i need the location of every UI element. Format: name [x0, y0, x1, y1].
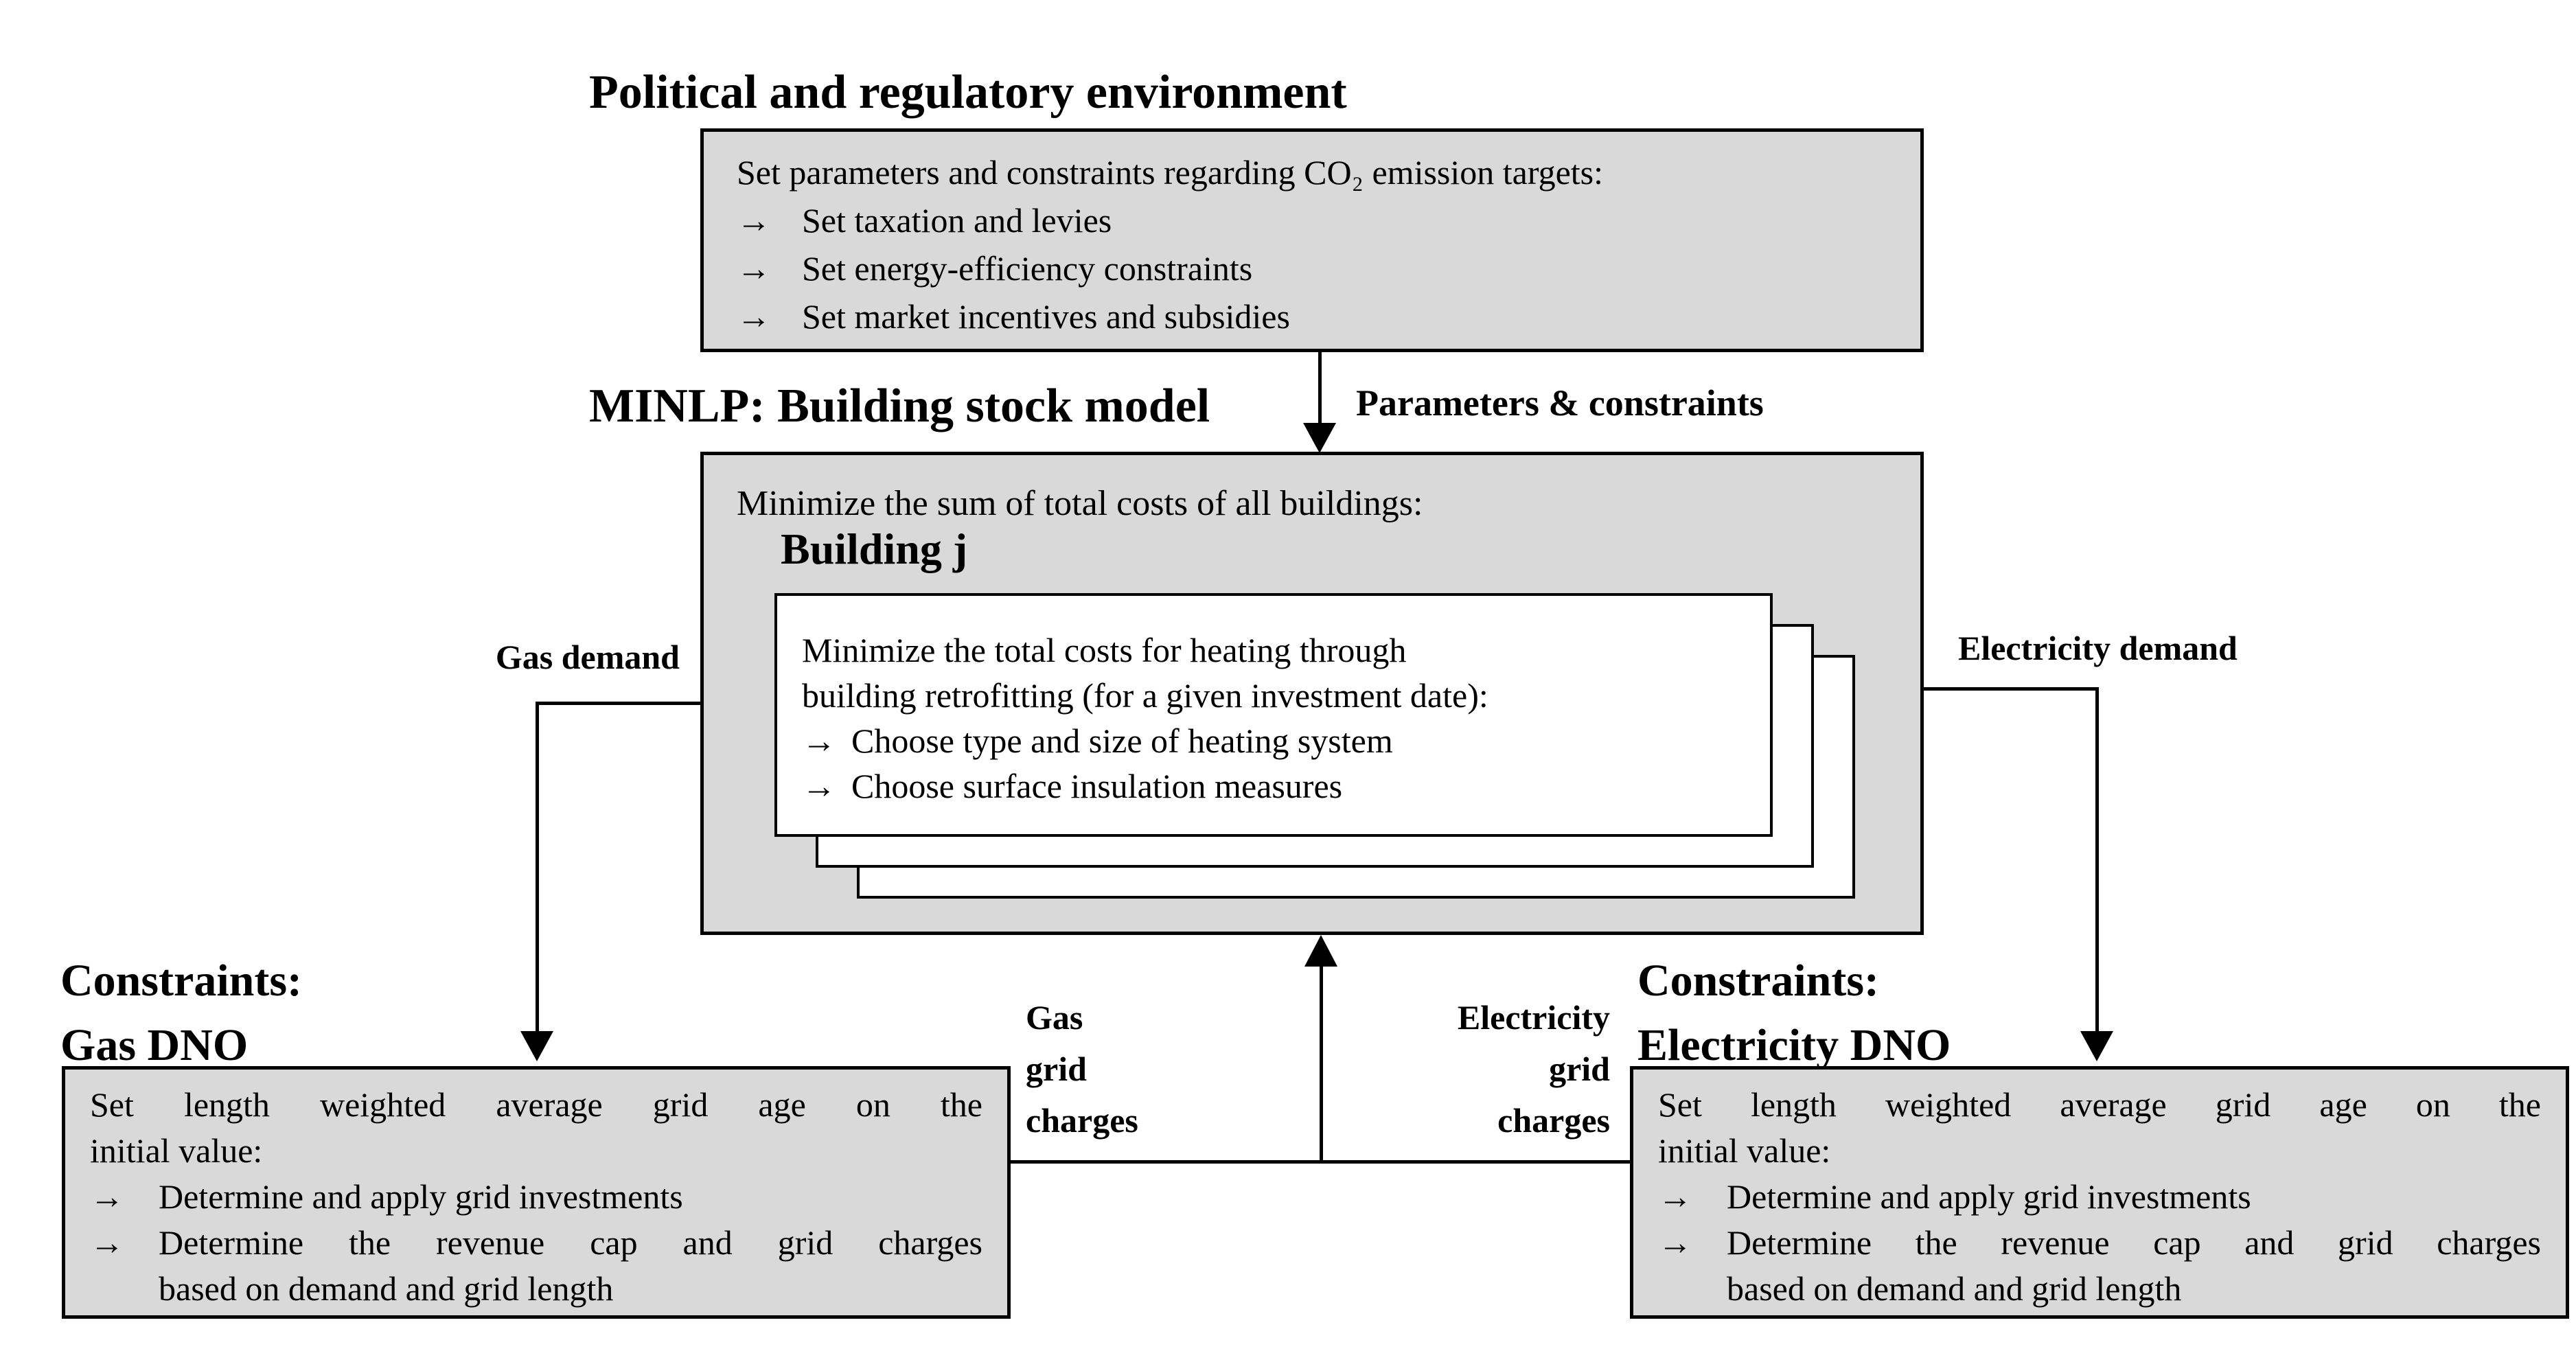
- political-box-item-label: Set market incentives and subsidies: [802, 297, 1290, 336]
- parameters-constraints-label: Parameters & constraints: [1356, 382, 1764, 424]
- building-card-front: Minimize the total costs for heating thr…: [774, 593, 1773, 837]
- gas-demand-line-horizontal: [536, 702, 702, 705]
- arrow-bullet-icon: →: [1658, 1177, 1692, 1216]
- arrowhead-down-icon: [2080, 1031, 2113, 1061]
- card-intro-line1: Minimize the total costs for heating thr…: [802, 631, 1407, 669]
- electricity-demand-line-horizontal: [1920, 687, 2099, 691]
- political-environment-title: Political and regulatory environment: [589, 66, 1347, 119]
- electricity-dno-item-line2: based on demand and grid length: [1727, 1269, 2182, 1308]
- electricity-dno-title: Constraints: Electricity DNO: [1637, 949, 1951, 1078]
- building-heading: Building j: [781, 524, 968, 573]
- minlp-intro: Minimize the sum of total costs of all b…: [737, 484, 1423, 523]
- electricity-demand-label: Electricity demand: [1958, 629, 2238, 667]
- grid-charges-line-horizontal: [1009, 1160, 1631, 1164]
- gas-dno-item: → Determine the revenue cap and grid cha…: [90, 1220, 982, 1312]
- electricity-dno-intro-line2: initial value:: [1658, 1131, 1831, 1170]
- gas-dno-title-line1: Constraints:: [60, 956, 303, 1006]
- political-environment-box: Set parameters and constraints regarding…: [700, 128, 1924, 352]
- arrowhead-down-icon: [520, 1031, 553, 1061]
- electricity-dno-item: → Determine and apply grid investments: [1658, 1174, 2541, 1220]
- card-item-label: Choose surface insulation measures: [851, 767, 1343, 805]
- arrowhead-down-icon: [1303, 423, 1336, 453]
- parameters-arrow-line: [1318, 351, 1322, 424]
- card-item: → Choose surface insulation measures: [802, 763, 1743, 809]
- electricity-dno-intro-line1: Set length weighted average grid age on …: [1658, 1085, 2541, 1124]
- minlp-box: Minimize the sum of total costs of all b…: [700, 452, 1924, 935]
- card-intro-line2: building retrofitting (for a given inves…: [802, 676, 1488, 715]
- card-item: → Choose type and size of heating system: [802, 718, 1743, 763]
- gas-dno-item-label: Determine the revenue cap and grid charg…: [159, 1220, 982, 1312]
- electricity-dno-item: → Determine the revenue cap and grid cha…: [1658, 1220, 2541, 1312]
- political-box-item: → Set taxation and levies: [737, 196, 1893, 244]
- gas-dno-intro-line2: initial value:: [90, 1131, 263, 1170]
- arrow-bullet-icon: →: [737, 297, 771, 336]
- political-box-item: → Set market incentives and subsidies: [737, 292, 1893, 340]
- arrow-bullet-icon: →: [1658, 1223, 1692, 1262]
- political-box-item: → Set energy-efficiency constraints: [737, 244, 1893, 292]
- arrow-bullet-icon: →: [90, 1177, 124, 1216]
- gas-grid-charges-label: Gas grid charges: [1026, 998, 1138, 1140]
- political-box-item-label: Set energy-efficiency constraints: [802, 249, 1253, 288]
- gas-dno-title: Constraints: Gas DNO: [60, 949, 302, 1078]
- electricity-dno-item-line1: Determine the revenue cap and grid charg…: [1727, 1223, 2541, 1262]
- gas-dno-intro-line1: Set length weighted average grid age on …: [90, 1085, 982, 1124]
- gas-dno-box: Set length weighted average grid age on …: [62, 1066, 1011, 1319]
- gas-dno-item: → Determine and apply grid investments: [90, 1174, 982, 1220]
- gas-dno-item-line2: based on demand and grid length: [159, 1269, 614, 1308]
- electricity-demand-line-vertical: [2095, 687, 2099, 1032]
- gas-dno-item-label: Determine and apply grid investments: [159, 1177, 683, 1216]
- minlp-title: MINLP: Building stock model: [589, 380, 1210, 432]
- gas-dno-title-line2: Gas DNO: [60, 1020, 249, 1070]
- card-item-label: Choose type and size of heating system: [851, 721, 1393, 760]
- electricity-dno-item-label: Determine the revenue cap and grid charg…: [1727, 1220, 2541, 1312]
- electricity-dno-title-line1: Constraints:: [1637, 956, 1880, 1006]
- electricity-dno-item-label: Determine and apply grid investments: [1727, 1177, 2251, 1216]
- gas-dno-item-line1: Determine the revenue cap and grid charg…: [159, 1223, 982, 1262]
- electricity-dno-title-line2: Electricity DNO: [1637, 1020, 1951, 1070]
- electricity-grid-charges-label: Electricity grid charges: [1457, 998, 1610, 1140]
- electricity-dno-box: Set length weighted average grid age on …: [1630, 1066, 2569, 1319]
- political-box-intro: Set parameters and constraints regarding…: [737, 153, 1604, 192]
- gas-demand-line-vertical: [536, 702, 539, 1032]
- arrow-bullet-icon: →: [737, 249, 771, 288]
- arrow-bullet-icon: →: [90, 1223, 124, 1262]
- arrowhead-up-icon: [1304, 935, 1337, 967]
- arrow-bullet-icon: →: [802, 767, 836, 805]
- arrow-bullet-icon: →: [737, 201, 771, 240]
- political-box-item-label: Set taxation and levies: [802, 201, 1112, 240]
- arrow-bullet-icon: →: [802, 721, 836, 760]
- grid-charges-line-vertical: [1320, 967, 1323, 1160]
- gas-demand-label: Gas demand: [495, 638, 680, 676]
